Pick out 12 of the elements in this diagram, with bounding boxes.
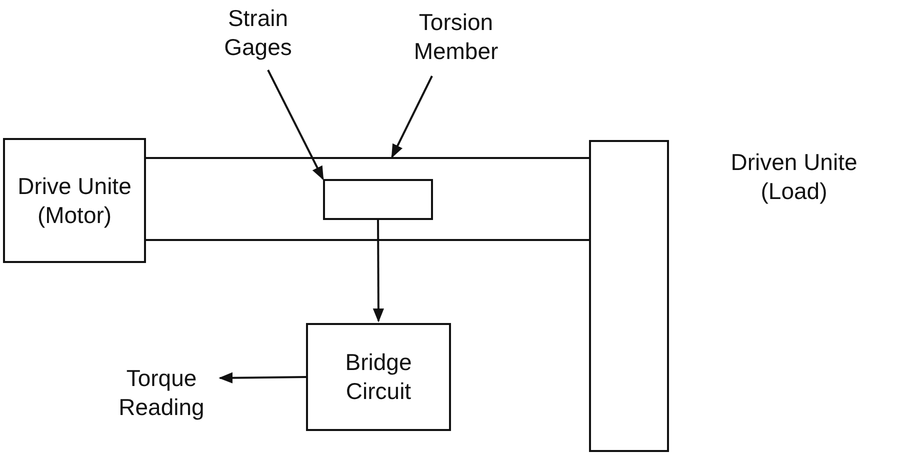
strain-gage [323,179,433,220]
torsion-shaft [144,157,592,241]
label-text: Torsion Member [396,8,516,70]
leader-line [391,76,433,158]
label-text: Driven Unite (Load) [730,148,858,206]
label-text: Torque Reading [104,364,219,426]
motor-box: Drive Unite (Motor) [3,138,146,263]
arrow [218,372,306,384]
leader-line [267,70,324,180]
process-box: Bridge Circuit [306,323,451,431]
arrow [372,220,384,322]
label-text: Strain Gages [208,4,308,66]
